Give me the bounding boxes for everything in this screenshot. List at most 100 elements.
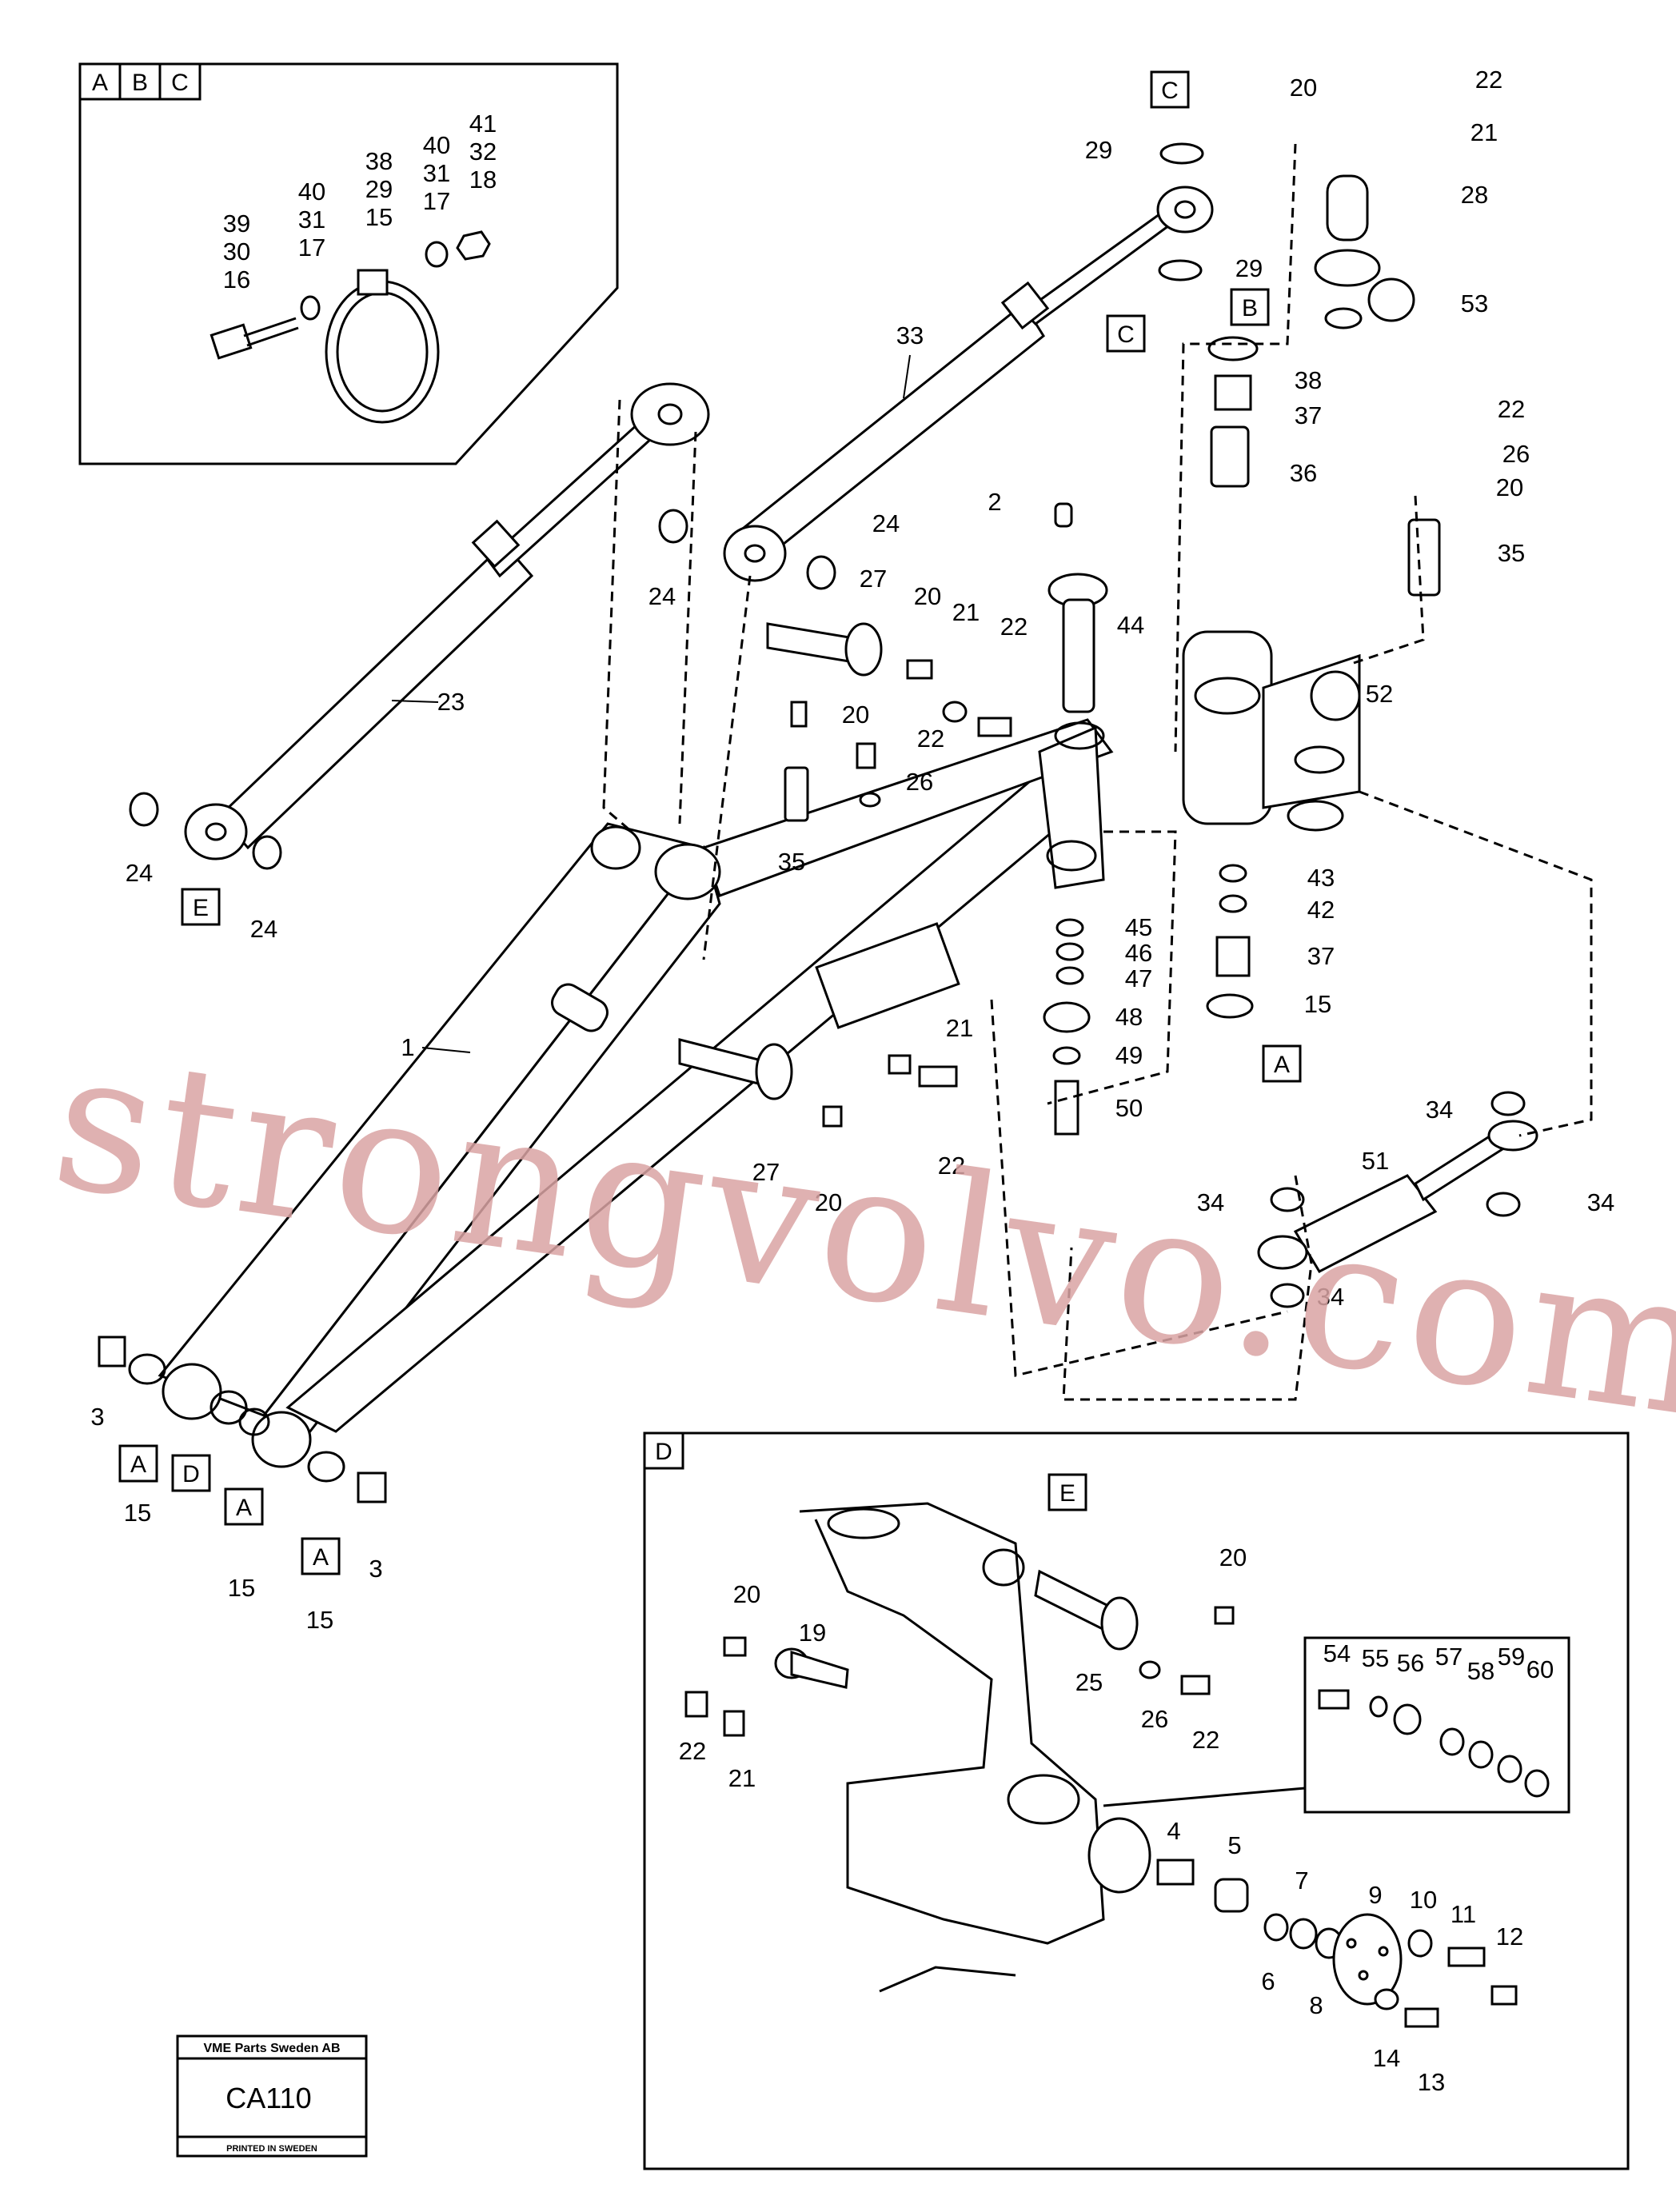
label-59: 59	[1498, 1643, 1525, 1671]
label-45: 45	[1125, 913, 1152, 941]
label-11: 11	[1451, 1900, 1476, 1928]
label-54: 54	[1323, 1639, 1351, 1667]
clamp-ring-part	[325, 269, 440, 424]
label-13: 13	[1418, 2068, 1445, 2096]
label-20: 20	[914, 582, 941, 610]
label-34: 34	[1317, 1283, 1344, 1311]
assembly-dashed-lines	[602, 143, 1593, 1401]
callout-a: A	[1262, 1044, 1302, 1083]
label-27: 27	[860, 565, 887, 593]
ring-part	[238, 1407, 270, 1436]
pin-44	[1048, 573, 1108, 713]
label-22: 22	[1498, 395, 1525, 423]
screw-part	[1404, 2007, 1439, 2028]
label-14: 14	[1373, 2044, 1400, 2072]
label-15: 15	[365, 203, 393, 231]
washer-part	[1219, 894, 1247, 913]
callout-c: C	[1150, 70, 1190, 109]
label-22: 22	[679, 1737, 706, 1765]
steering-cylinder-51	[1257, 1120, 1538, 1273]
label-55: 55	[1362, 1644, 1389, 1672]
grease-nipple-part	[790, 701, 808, 728]
bushing-part	[98, 1336, 126, 1368]
svg-text:A: A	[236, 1495, 252, 1521]
label-38: 38	[1295, 366, 1322, 394]
label-19: 19	[799, 1619, 826, 1647]
washer-part	[1407, 1929, 1433, 1958]
label-16: 16	[223, 266, 250, 293]
label-29: 29	[1235, 254, 1263, 282]
inset-abc-tags: A B C	[78, 62, 202, 101]
ring-part	[1159, 142, 1204, 165]
svg-text:D: D	[182, 1461, 200, 1487]
svg-text:E: E	[1059, 1480, 1075, 1507]
label-34: 34	[1426, 1096, 1453, 1124]
pivot-bracket-52	[1182, 630, 1361, 832]
washer-part	[1139, 1660, 1161, 1679]
callout-b: B	[1230, 288, 1270, 326]
label-41: 41	[469, 110, 497, 138]
label-2: 2	[988, 488, 1001, 516]
label-38: 38	[365, 147, 393, 175]
label-37: 37	[1295, 401, 1322, 429]
callout-a: A	[301, 1537, 341, 1575]
label-58: 58	[1467, 1657, 1494, 1685]
label-15: 15	[124, 1499, 151, 1527]
printed-note: PRINTED IN SWEDEN	[226, 2144, 317, 2154]
screw-part	[856, 742, 876, 769]
label-24: 24	[250, 915, 277, 943]
inset-abc: A B C 39 30 16 40 31 17 38 29 15 40 31 1…	[78, 62, 619, 465]
grease-nipple-part	[822, 1105, 843, 1128]
title-block: VME Parts Sweden AB CA110 PRINTED IN SWE…	[176, 2034, 368, 2158]
label-15: 15	[306, 1606, 333, 1634]
bushing-part	[1486, 1192, 1521, 1217]
svg-text:A: A	[130, 1451, 146, 1478]
svg-text:A: A	[313, 1544, 329, 1571]
pin-27	[766, 622, 883, 677]
label-21: 21	[728, 1764, 756, 1792]
label-24: 24	[872, 509, 900, 537]
pin-part	[784, 766, 809, 822]
company-name: VME Parts Sweden AB	[203, 2042, 340, 2055]
svg-text:B: B	[1242, 295, 1258, 321]
nut-part	[456, 230, 491, 261]
label-20: 20	[815, 1188, 842, 1216]
svg-text:C: C	[1117, 321, 1135, 348]
sleeve-part	[1156, 1859, 1195, 1886]
bushing-part	[1215, 936, 1251, 977]
label-56: 56	[1397, 1649, 1424, 1677]
label-3: 3	[90, 1403, 104, 1431]
svg-text:E: E	[193, 895, 209, 921]
plug-part	[1054, 502, 1073, 528]
tilt-cylinder-33	[723, 186, 1214, 582]
screw-part	[977, 717, 1012, 737]
ring-part	[1206, 993, 1254, 1019]
washer-part	[1374, 1988, 1399, 2010]
label-43: 43	[1307, 864, 1335, 892]
label-24: 24	[126, 859, 153, 887]
label-34: 34	[1197, 1188, 1224, 1216]
callout-a: A	[118, 1444, 158, 1483]
label-30: 30	[223, 238, 250, 266]
label-15: 15	[1304, 990, 1331, 1018]
label-34: 34	[1587, 1188, 1614, 1216]
callout-a: A	[224, 1487, 264, 1526]
label-57: 57	[1435, 1643, 1463, 1671]
ring-part	[210, 1390, 248, 1425]
screw-part	[1490, 1985, 1518, 2006]
drawing-code: CA110	[225, 2082, 311, 2114]
screw-part	[1447, 1946, 1486, 1967]
bushing-part	[1270, 1187, 1305, 1212]
label-18: 18	[469, 166, 497, 194]
label-33: 33	[896, 321, 924, 349]
bushing-part	[1214, 374, 1252, 411]
label-25: 25	[1075, 1668, 1103, 1696]
inset-d: D E 20 25 26 22 20	[643, 1431, 1630, 2170]
label-22: 22	[1475, 66, 1502, 94]
shim-part	[1289, 1918, 1318, 1950]
label-20: 20	[733, 1580, 760, 1608]
label-52: 52	[1366, 680, 1393, 708]
label-32: 32	[469, 138, 497, 166]
svg-text:C: C	[1161, 78, 1179, 104]
